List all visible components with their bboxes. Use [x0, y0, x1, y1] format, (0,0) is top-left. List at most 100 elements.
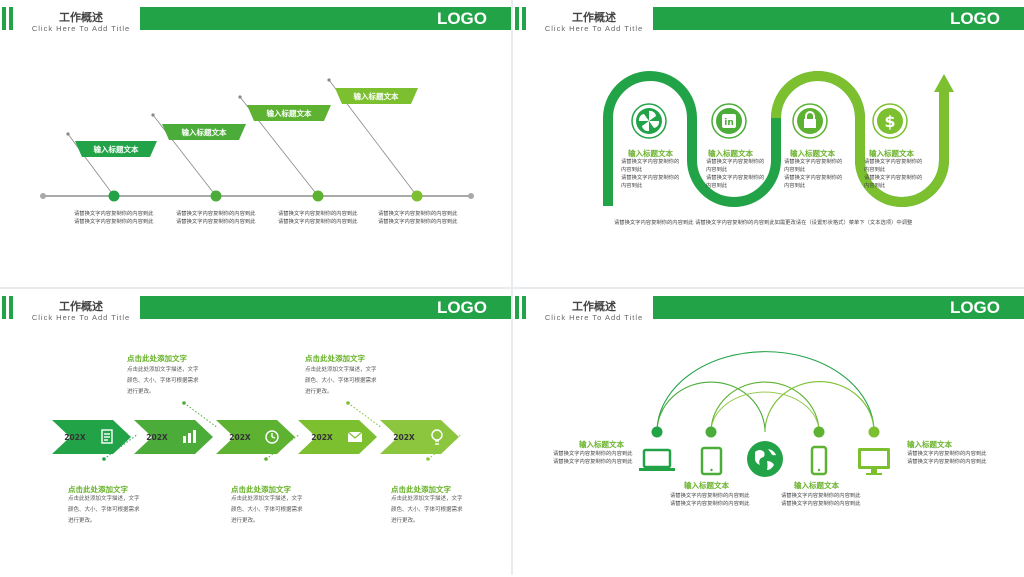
item-desc: 请替换文字内容复制你的内容到此请替换文字内容复制你的内容到此: [864, 159, 923, 189]
header-accent-bar: [522, 296, 526, 319]
flag-1: [75, 141, 157, 157]
dotted-connector: [183, 402, 219, 429]
logo-text: LOGO: [949, 9, 1000, 28]
item-desc: 请替换文字内容复制你的内容到此请替换文字内容复制你的内容到此: [706, 159, 765, 189]
device-title-mid: 输入标题文本: [684, 481, 729, 490]
header-title: 工作概述: [572, 11, 616, 24]
chevron-year: 202X: [229, 433, 251, 442]
timeline-node: [312, 190, 324, 202]
item-title: 输入标题文本: [790, 149, 835, 158]
device-desc-mid: 请替换文字内容复制你的内容到此请替换文字内容复制你的内容到此: [670, 493, 750, 507]
globe-icon: [747, 441, 783, 477]
logo-banner: LOGO: [653, 7, 1024, 30]
header-accent-bar: [515, 296, 519, 319]
pinwheel-icon: [631, 103, 667, 139]
linkedin-icon: in: [711, 103, 747, 139]
connector-dot: [102, 457, 106, 461]
header-accent-bar: [9, 7, 13, 30]
device-title-mid: 输入标题文本: [794, 481, 839, 490]
arc-connector: [710, 381, 820, 433]
connector-dot: [426, 457, 430, 461]
chevron-3: [216, 420, 295, 454]
step-title: 点击此处添加文字: [305, 354, 365, 363]
timeline-caption: 请替换文字内容复制你的内容到此请替换文字内容复制你的内容到此: [74, 211, 154, 225]
connector-dot: [151, 113, 155, 117]
dotted-connector: [347, 402, 383, 429]
serpentine-graphic: in $: [603, 71, 954, 207]
chart-icon: [183, 430, 196, 443]
device-desc-mid: 请替换文字内容复制你的内容到此请替换文字内容复制你的内容到此: [781, 493, 861, 507]
header-subtitle: Click Here To Add Title: [544, 313, 644, 322]
arrow-head: [934, 74, 954, 92]
svg-text:$: $: [884, 112, 895, 131]
chevron-5: [380, 420, 459, 454]
arc-connector: [710, 391, 820, 433]
step-title: 点击此处添加文字: [127, 354, 187, 363]
device-desc-left: 请替换文字内容复制你的内容到此请替换文字内容复制你的内容到此: [553, 451, 633, 465]
dotted-connector: [103, 433, 139, 460]
device-title-right: 输入标题文本: [907, 440, 952, 449]
connector-dot: [327, 78, 331, 82]
header-title: 工作概述: [59, 11, 103, 24]
timeline-caption: 请替换文字内容复制你的内容到此请替换文字内容复制你的内容到此: [278, 211, 358, 225]
chevron-year: 202X: [64, 433, 86, 442]
step-desc: 点击此处添加文字描述，文字颜色、大小、字体可根据需求进行更改。: [127, 367, 199, 395]
device-title-left: 输入标题文本: [579, 440, 624, 449]
chevron-4: [298, 420, 377, 454]
connector-dot: [182, 401, 186, 405]
step-title: 点击此处添加文字: [391, 485, 451, 494]
document-icon: [101, 429, 113, 444]
slide-timeline: 工作概述 Click Here To Add Title LOGO 输入标题文本…: [0, 0, 511, 287]
monitor-icon: [858, 448, 890, 475]
flag-label-3: 输入标题文本: [267, 108, 312, 118]
connector-dot: [264, 457, 268, 461]
logo-text: LOGO: [949, 298, 1000, 317]
item-title: 输入标题文本: [708, 149, 753, 158]
arc-node: [868, 426, 880, 438]
arc-node: [813, 426, 825, 438]
header-subtitle: Click Here To Add Title: [31, 313, 131, 322]
svg-text:in: in: [724, 118, 734, 128]
serpentine-path: [771, 71, 949, 207]
logo-text: LOGO: [436, 9, 487, 28]
timeline-graphic: 输入标题文本 输入标题文本 输入标题文本 输入标题文本: [40, 78, 474, 202]
flag-label-4: 输入标题文本: [354, 91, 399, 101]
header-accent-bar: [515, 7, 519, 30]
timeline-connector: [67, 133, 115, 197]
item-title: 输入标题文本: [628, 149, 673, 158]
arc-connector: [656, 381, 766, 433]
chevron-year: 202X: [393, 433, 415, 442]
connector-dot: [238, 95, 242, 99]
header-title: 工作概述: [59, 300, 103, 313]
step-desc: 点击此处添加文字描述，文字颜色、大小、字体可根据需求进行更改。: [68, 496, 140, 524]
step-desc: 点击此处添加文字描述，文字颜色、大小、字体可根据需求进行更改。: [231, 496, 303, 524]
logo-banner: LOGO: [140, 296, 511, 319]
header-subtitle: Click Here To Add Title: [31, 24, 131, 33]
chevron-1: [52, 420, 131, 454]
alarm-clock-icon: [265, 430, 279, 444]
chevron-year: 202X: [146, 433, 168, 442]
phone-icon: [810, 445, 828, 476]
footer-note: 请替换文字内容复制你的内容到此 请替换文字内容复制你的内容到此如需更改请在（设置…: [614, 220, 913, 226]
slide-chevrons: 工作概述 Click Here To Add Title LOGO 202X 2…: [0, 289, 511, 575]
chevron-year: 202X: [311, 433, 333, 442]
header-accent-bar: [9, 296, 13, 319]
logo-banner: LOGO: [653, 296, 1024, 319]
timeline-node: [411, 190, 423, 202]
timeline-node: [210, 190, 222, 202]
header-title: 工作概述: [572, 300, 616, 313]
flag-4: [335, 88, 418, 104]
flag-3: [247, 105, 331, 121]
slide-serpentine: 工作概述 Click Here To Add Title LOGO in $: [513, 0, 1024, 287]
lightbulb-icon: [431, 429, 443, 445]
dollar-icon: $: [872, 103, 908, 139]
header-accent-bar: [2, 296, 6, 319]
step-desc: 点击此处添加文字描述，文字颜色、大小、字体可根据需求进行更改。: [305, 367, 377, 395]
device-desc-right: 请替换文字内容复制你的内容到此请替换文字内容复制你的内容到此: [907, 451, 987, 465]
logo-banner: LOGO: [140, 7, 511, 30]
chevron-process: 202X 202X 202X 202X 202X: [52, 401, 463, 461]
logo-text: LOGO: [436, 298, 487, 317]
flag-label-1: 输入标题文本: [94, 144, 139, 154]
step-desc: 点击此处添加文字描述，文字颜色、大小、字体可根据需求进行更改。: [391, 496, 463, 524]
bottom-strip: [0, 575, 1024, 577]
